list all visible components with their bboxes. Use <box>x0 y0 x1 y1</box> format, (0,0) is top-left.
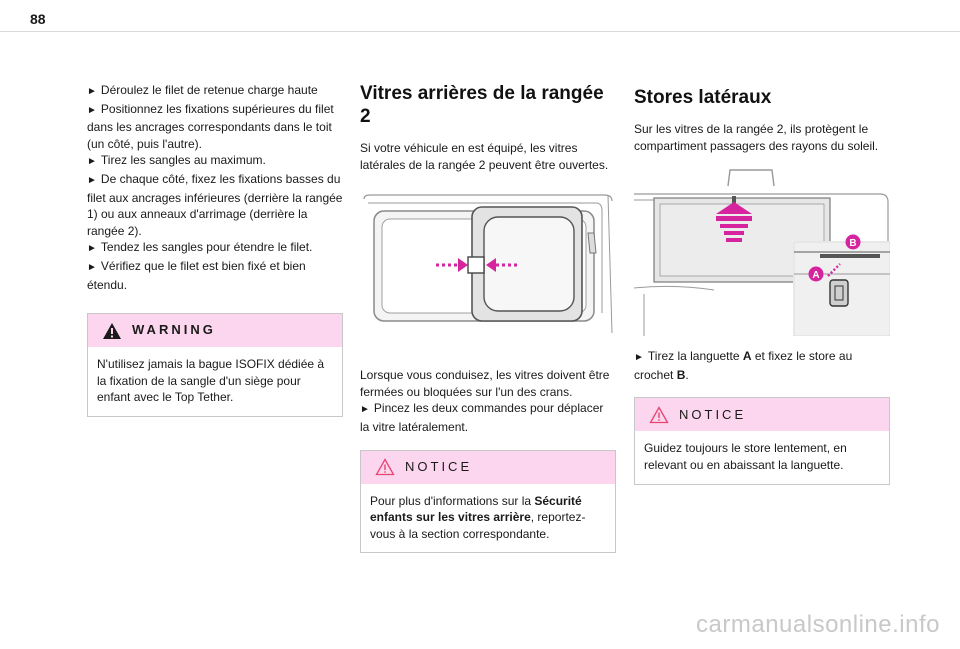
warning-header: WARNING <box>88 314 342 348</box>
instruction-item: ►Tirez la languette A et fixez le store … <box>634 349 853 382</box>
label-a: A <box>812 270 819 281</box>
watermark: carmanualsonline.info <box>696 611 940 638</box>
notice-box: NOTICE Pour plus d'informations sur la S… <box>360 449 616 554</box>
bullet-icon: ► <box>87 86 97 97</box>
instruction-item: ►Déroulez le filet de retenue charge hau… <box>87 83 318 97</box>
section-intro: Si votre véhicule en est équipé, les vit… <box>360 141 609 172</box>
warning-text: N'utilisez jamais la bague ISOFIX dédiée… <box>97 357 325 405</box>
label-b: B <box>849 238 856 249</box>
notice-header: NOTICE <box>361 450 615 484</box>
rear-window-illustration <box>360 193 616 356</box>
page-number: 88 <box>30 11 46 27</box>
instruction-item: ►Positionnez les fixations supérieures d… <box>87 101 334 151</box>
notice-title: NOTICE <box>405 458 473 474</box>
instruction-item: ►De chaque côté, fixez les fixations bas… <box>87 171 343 238</box>
notice-triangle-icon <box>375 458 395 476</box>
bullet-icon: ► <box>87 104 97 116</box>
notice-text: Guidez toujours le store lentement, en r… <box>644 441 847 472</box>
section-title-side-blinds: Stores latéraux <box>634 87 772 108</box>
driving-note: Lorsque vous conduisez, les vitres doive… <box>360 368 610 399</box>
bullet-icon: ► <box>634 352 644 364</box>
instruction-item: ►Tendez les sangles pour étendre le file… <box>87 240 313 255</box>
side-blind-illustration: B A <box>634 168 890 337</box>
column-1: ►Déroulez le filet de retenue charge hau… <box>87 82 343 417</box>
section-title-rear-windows: Vitres arrières de la rangée 2 <box>360 83 604 127</box>
warning-box: WARNING N'utilisez jamais la bague ISOFI… <box>87 313 343 417</box>
bullet-icon: ► <box>87 243 97 255</box>
warning-triangle-icon <box>103 322 121 339</box>
section-intro: Sur les vitres de la rangée 2, ils protè… <box>634 122 879 153</box>
top-divider <box>0 31 960 32</box>
column-3: Stores latéraux Sur les vitres de la ran… <box>634 82 890 485</box>
bullet-icon: ► <box>360 404 370 416</box>
instruction-item: ►Pincez les deux commandes pour déplacer… <box>360 401 604 434</box>
bullet-icon: ► <box>87 156 97 168</box>
column-2: Vitres arrières de la rangée 2 Si votre … <box>360 82 616 554</box>
notice-text: Pour plus d'informations sur la Sécurité… <box>370 493 586 541</box>
instruction-item: ►Tirez les sangles au maximum. <box>87 153 266 168</box>
notice-triangle-icon <box>649 406 669 424</box>
notice-title: NOTICE <box>679 406 747 422</box>
notice-header: NOTICE <box>635 398 889 432</box>
instruction-item: ►Vérifiez que le filet est bien fixé et … <box>87 258 306 292</box>
notice-link-text: Sécurité enfants sur les vitres arrière <box>370 493 582 525</box>
warning-title: WARNING <box>132 322 216 338</box>
instruction-list: ►Déroulez le filet de retenue charge hau… <box>87 82 343 293</box>
notice-box: NOTICE Guidez toujours le store lentemen… <box>634 397 890 485</box>
bullet-icon: ► <box>87 261 97 273</box>
bullet-icon: ► <box>87 174 97 186</box>
